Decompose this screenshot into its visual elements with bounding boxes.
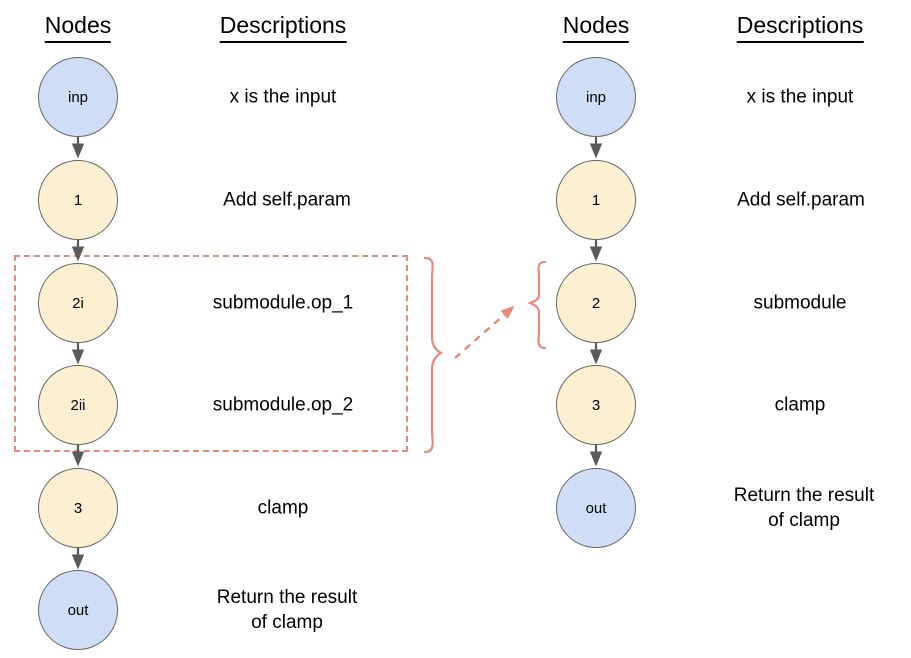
left-descriptions-header: Descriptions [219, 14, 347, 43]
left-desc-3: clamp [257, 497, 309, 519]
right-node-out[interactable]: out [556, 468, 636, 548]
right-nodes-header: Nodes [562, 14, 630, 43]
left-node-inp[interactable]: inp [38, 57, 118, 137]
right-desc-inp: x is the input [746, 86, 854, 108]
left-node-2i[interactable]: 2i [38, 263, 118, 343]
right-node-3[interactable]: 3 [556, 365, 636, 445]
left-node-2ii[interactable]: 2ii [38, 365, 118, 445]
left-desc-1: Add self.param [223, 189, 351, 211]
right-desc-2: submodule [753, 292, 847, 314]
left-nodes-header: Nodes [44, 14, 112, 43]
left-desc-out: Return the result of clamp [216, 587, 358, 633]
right-descriptions-header: Descriptions [736, 14, 864, 43]
right-desc-out: Return the result of clamp [733, 485, 875, 531]
right-group-brace [527, 260, 547, 350]
right-desc-1: Add self.param [737, 189, 865, 211]
right-node-1[interactable]: 1 [556, 160, 636, 240]
left-desc-2ii: submodule.op_2 [212, 394, 354, 416]
left-node-1[interactable]: 1 [38, 160, 118, 240]
left-submodule-group-box [14, 255, 408, 452]
right-node-2[interactable]: 2 [556, 263, 636, 343]
left-group-brace [423, 256, 444, 454]
left-node-3[interactable]: 3 [38, 468, 118, 548]
right-node-inp[interactable]: inp [556, 57, 636, 137]
right-desc-3: clamp [774, 394, 826, 416]
left-desc-2i: submodule.op_1 [212, 292, 354, 314]
collapse-arrow [454, 305, 515, 359]
left-node-out[interactable]: out [38, 570, 118, 650]
left-desc-inp: x is the input [229, 86, 337, 108]
